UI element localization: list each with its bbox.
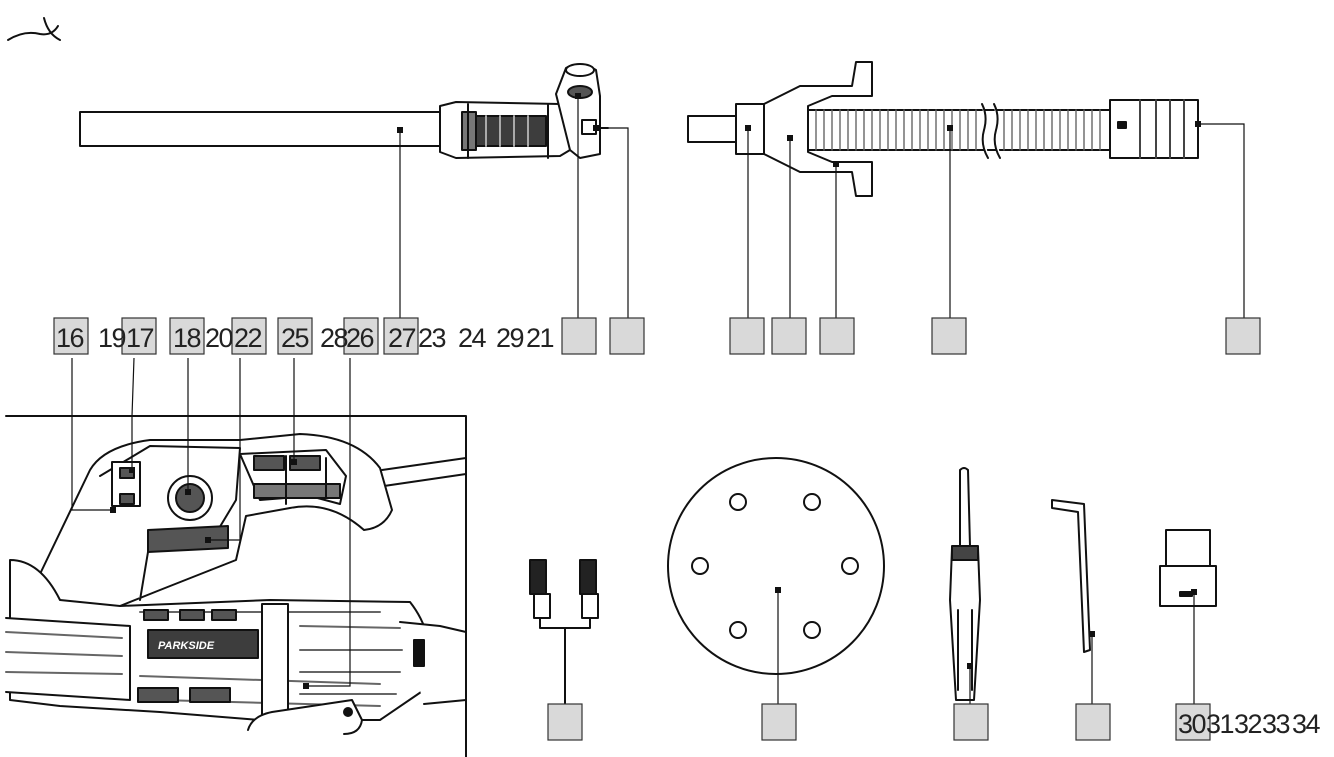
callout-33: 33 xyxy=(1262,709,1290,739)
callout-box-8 xyxy=(561,317,597,355)
callout-19: 19 xyxy=(98,323,126,353)
tool-closeup xyxy=(5,415,467,757)
callout-17: 17 xyxy=(126,323,154,353)
brand-label: PARKSIDE xyxy=(158,640,215,652)
adapter xyxy=(1159,529,1217,607)
callout-29: 29 xyxy=(496,323,524,353)
callout-24: 24 xyxy=(458,323,487,353)
callout-18: 18 xyxy=(173,323,201,353)
callout-16: 16 xyxy=(56,323,84,353)
callout-box-4 xyxy=(231,317,267,355)
callout-box-11 xyxy=(771,317,807,355)
callout-20: 20 xyxy=(205,323,233,353)
brand-plate xyxy=(147,629,259,659)
extension-tube-assembly xyxy=(79,63,609,159)
callout-30: 30 xyxy=(1178,709,1206,739)
callout-26: 26 xyxy=(346,323,374,353)
callout-box-1 xyxy=(53,317,89,355)
hose-bracket xyxy=(763,61,873,197)
corner-mark xyxy=(7,17,61,41)
carbon-brushes xyxy=(529,559,599,707)
callout-box-19 xyxy=(1175,703,1211,741)
callout-box-3 xyxy=(169,317,205,355)
callout-box-17 xyxy=(953,703,989,741)
callout-box-6 xyxy=(343,317,379,355)
flex-hose-assembly xyxy=(687,61,1199,197)
callout-box-15 xyxy=(547,703,583,741)
callout-box-10 xyxy=(729,317,765,355)
callout-box-5 xyxy=(277,317,313,355)
callout-box-14 xyxy=(1225,317,1261,355)
callout-32: 32 xyxy=(1234,709,1262,739)
callout-box-2 xyxy=(121,317,157,355)
screwdriver xyxy=(949,467,981,701)
callout-box-16 xyxy=(761,703,797,741)
callout-box-18 xyxy=(1075,703,1111,741)
callout-25: 25 xyxy=(281,323,309,353)
tube-shaft xyxy=(79,111,441,147)
trigger-area xyxy=(147,525,229,553)
callout-28: 28 xyxy=(320,323,348,353)
callout-27: 27 xyxy=(388,323,416,353)
leader-dots xyxy=(110,93,1201,689)
callout-box-12 xyxy=(819,317,855,355)
callout-31: 31 xyxy=(1206,709,1234,739)
hex-key xyxy=(1051,499,1091,653)
sanding-disc xyxy=(667,457,885,675)
callout-21: 21 xyxy=(526,323,554,353)
callout-23: 23 xyxy=(418,323,446,353)
callout-34: 34 xyxy=(1292,709,1321,739)
callout-numbers: 16 19 17 18 20 22 25 28 26 27 23 24 29 2… xyxy=(56,323,1322,739)
corrugated-hose xyxy=(807,109,1111,151)
callout-box-7 xyxy=(383,317,419,355)
leader-lines xyxy=(71,96,1245,706)
callout-box-9 xyxy=(609,317,645,355)
callout-22: 22 xyxy=(234,323,262,353)
callout-box-13 xyxy=(931,317,967,355)
callout-boxes xyxy=(53,317,1261,741)
